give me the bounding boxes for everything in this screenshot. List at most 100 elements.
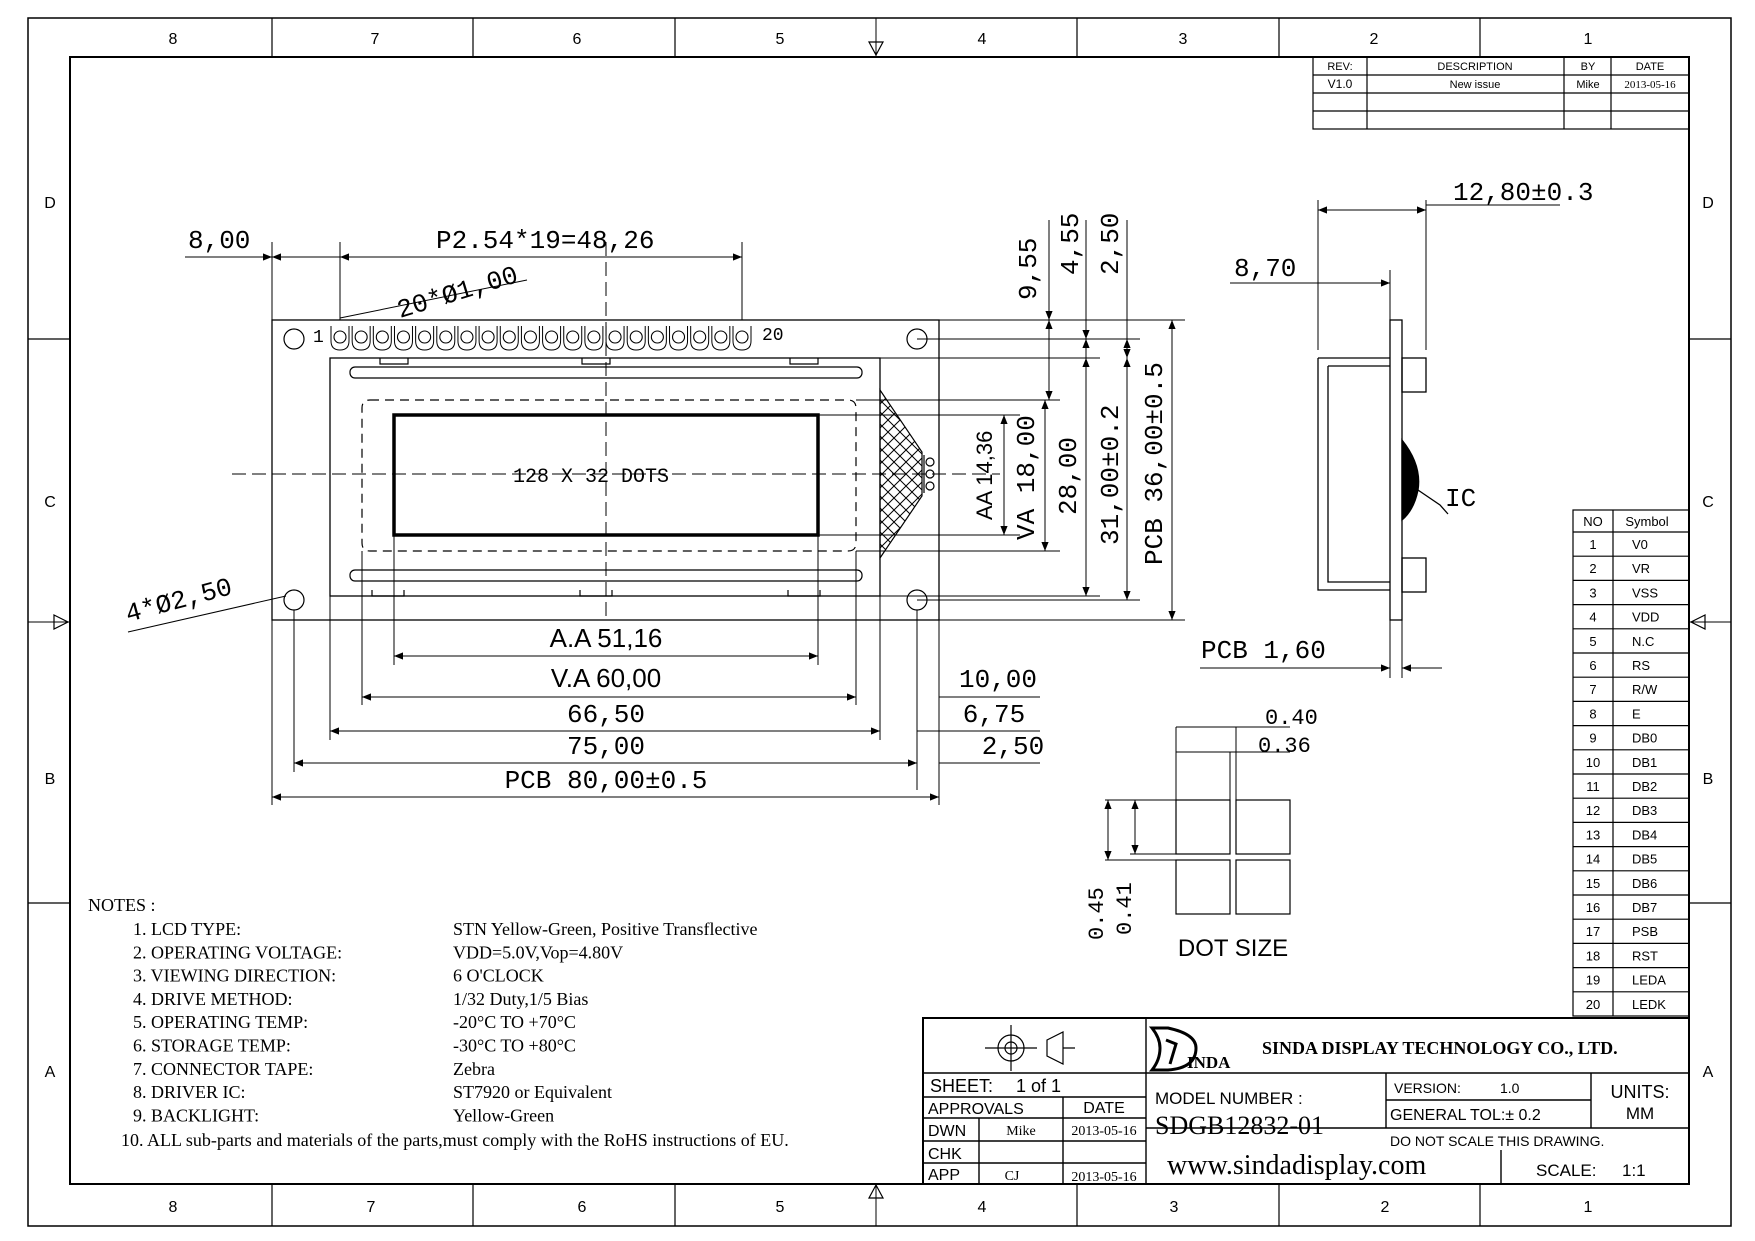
dim-side-total: 12,80±0.3 bbox=[1453, 178, 1593, 208]
frame-col-top-6: 6 bbox=[573, 31, 582, 48]
frame-labels: 8 7 6 5 4 3 2 1 8 7 6 5 4 3 2 1 D C B A … bbox=[44, 31, 1714, 1216]
side-bottom-connector bbox=[1401, 557, 1427, 593]
revision-table: REV: DESCRIPTION BY DATE V1.0 New issue … bbox=[1312, 56, 1690, 130]
frame-row-left-c: C bbox=[44, 494, 56, 511]
dim-2-50-h: 2,50 bbox=[982, 732, 1044, 762]
note-label-6: 6. STORAGE TEMP: bbox=[133, 1036, 291, 1056]
pin-symbol-6: RS bbox=[1632, 658, 1650, 673]
pin-19 bbox=[711, 326, 731, 351]
dim-pin-diameter: 20*Ø1,00 bbox=[394, 260, 522, 325]
pin-15 bbox=[626, 326, 646, 351]
frame-col-bottom-1: 1 bbox=[1584, 1199, 1593, 1216]
dot-size-title: DOT SIZE bbox=[1178, 935, 1288, 962]
side-top-connector bbox=[1401, 357, 1427, 393]
hole-top-left bbox=[283, 328, 305, 350]
pin-no-7: 7 bbox=[1589, 682, 1596, 697]
pin-table-header-symbol: Symbol bbox=[1625, 514, 1668, 529]
pin-9 bbox=[499, 326, 519, 351]
note-label-9: 9. BACKLIGHT: bbox=[133, 1105, 259, 1125]
company-name: SINDA DISPLAY TECHNOLOGY CO., LTD. bbox=[1262, 1038, 1618, 1058]
dim-8-00: 8,00 bbox=[188, 226, 250, 256]
pin-no-11: 11 bbox=[1586, 779, 1600, 794]
note-value-9: Yellow-Green bbox=[453, 1105, 554, 1125]
dim-4-55: 4,55 bbox=[1056, 213, 1086, 275]
pin-8 bbox=[478, 326, 498, 351]
ic-label: IC bbox=[1445, 484, 1476, 514]
pin-symbol-15: DB6 bbox=[1632, 876, 1657, 891]
dim-31-00: 31,00±0.2 bbox=[1096, 405, 1126, 545]
dwn-name: Mike bbox=[1006, 1124, 1036, 1139]
dim-dot-036: 0.36 bbox=[1258, 734, 1311, 759]
frame-col-top-8: 8 bbox=[169, 31, 178, 48]
pin-no-4: 4 bbox=[1589, 610, 1596, 625]
dim-side-8-70: 8,70 bbox=[1234, 254, 1296, 284]
model-label: MODEL NUMBER : bbox=[1155, 1089, 1303, 1108]
frame-col-top-7: 7 bbox=[371, 31, 380, 48]
note-label-8: 8. DRIVER IC: bbox=[133, 1082, 246, 1102]
front-top-dimensions bbox=[185, 242, 743, 320]
frame-col-top-3: 3 bbox=[1179, 31, 1188, 48]
pin-14 bbox=[605, 326, 625, 351]
frame-col-bottom-2: 2 bbox=[1381, 1199, 1390, 1216]
frame-row-right-a: A bbox=[1703, 1064, 1714, 1081]
frame-col-top-2: 2 bbox=[1370, 31, 1379, 48]
hole-bottom-left bbox=[283, 589, 305, 611]
pin-no-2: 2 bbox=[1589, 561, 1596, 576]
pin-no-9: 9 bbox=[1589, 731, 1596, 746]
pin-symbol-5: N.C bbox=[1632, 634, 1654, 649]
dwn-date: 2013-05-16 bbox=[1071, 1124, 1136, 1139]
drawing-frame bbox=[27, 17, 1732, 1227]
frame-row-left-b: B bbox=[45, 771, 56, 788]
pin-7 bbox=[457, 326, 477, 351]
dim-2-50-v: 2,50 bbox=[1096, 213, 1126, 275]
frame-col-top-1: 1 bbox=[1584, 31, 1593, 48]
dim-pcb-thickness: PCB 1,60 bbox=[1201, 636, 1326, 666]
dim-va-height: VA 18,00 bbox=[1012, 415, 1042, 540]
dim-dot-040: 0.40 bbox=[1265, 706, 1318, 731]
frame-row-left-a: A bbox=[45, 1064, 56, 1081]
pin-18 bbox=[690, 326, 710, 351]
pin-3 bbox=[372, 326, 392, 351]
pin-symbol-1: V0 bbox=[1632, 537, 1648, 552]
website: www.sindadisplay.com bbox=[1167, 1150, 1426, 1181]
frame-col-bottom-4: 4 bbox=[978, 1199, 987, 1216]
pin-20 bbox=[732, 326, 752, 351]
note-value-6: -30°C TO +80°C bbox=[453, 1036, 576, 1056]
front-right-dimensions bbox=[818, 220, 1185, 621]
front-bottom-dimensions bbox=[271, 535, 1040, 805]
frame-col-bottom-7: 7 bbox=[367, 1199, 376, 1216]
frame-col-bottom-3: 3 bbox=[1170, 1199, 1179, 1216]
desc-value: New issue bbox=[1450, 79, 1501, 91]
dim-hole-diameter: 4*Ø2,50 bbox=[122, 572, 235, 629]
version-label: VERSION: bbox=[1394, 1080, 1461, 1096]
pin-no-8: 8 bbox=[1589, 706, 1596, 721]
app-role: APP bbox=[928, 1167, 960, 1184]
dim-75-00: 75,00 bbox=[567, 732, 645, 762]
pin-symbol-2: VR bbox=[1632, 561, 1650, 576]
note-value-8: ST7920 or Equivalent bbox=[453, 1082, 612, 1102]
dim-66-50: 66,50 bbox=[567, 700, 645, 730]
pin-no-1: 1 bbox=[1589, 537, 1596, 552]
pin-16 bbox=[647, 326, 667, 351]
app-name: CJ bbox=[1005, 1169, 1020, 1184]
pin-table-header-no: NO bbox=[1583, 514, 1603, 529]
pin-symbol-17: PSB bbox=[1632, 924, 1658, 939]
frame-row-right-d: D bbox=[1702, 195, 1714, 212]
pin-13 bbox=[584, 326, 604, 351]
dot-size-detail bbox=[1104, 726, 1291, 915]
frame-col-bottom-5: 5 bbox=[776, 1199, 785, 1216]
note-label-3: 3. VIEWING DIRECTION: bbox=[133, 966, 336, 986]
pin-no-10: 10 bbox=[1586, 755, 1600, 770]
date-value: 2013-05-16 bbox=[1624, 79, 1676, 91]
frame-col-bottom-8: 8 bbox=[169, 1199, 178, 1216]
projection-symbol bbox=[985, 1025, 1075, 1071]
note-label-4: 4. DRIVE METHOD: bbox=[133, 989, 293, 1009]
pin-no-16: 16 bbox=[1586, 900, 1600, 915]
frame-row-left-d: D bbox=[44, 195, 56, 212]
scale-value: 1:1 bbox=[1622, 1161, 1646, 1180]
pin-11 bbox=[542, 326, 562, 351]
pin-symbol-3: VSS bbox=[1632, 585, 1658, 600]
dim-10-00: 10,00 bbox=[959, 665, 1037, 695]
frame-col-top-4: 4 bbox=[978, 31, 987, 48]
